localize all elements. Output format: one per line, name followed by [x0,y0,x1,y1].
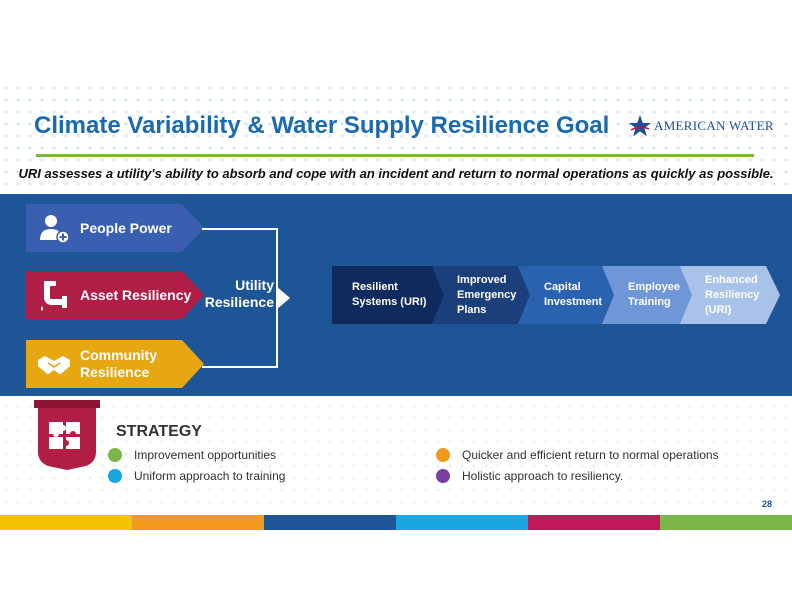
american-water-logo: AMERICAN WATER [628,114,774,138]
chevron-line: Systems (URI) [352,296,427,308]
star-icon [629,115,651,137]
chevron-line: Plans [457,303,487,316]
strategy-item: Holistic approach to resiliency. [436,469,623,483]
dot-pattern-top [0,82,792,192]
chevron-line: Training [628,296,671,308]
strategy-item-text: Quicker and efficient return to normal o… [462,448,719,462]
strategy-item-text: Uniform approach to training [134,469,286,483]
puzzle-icon [34,400,100,470]
chevron-line: Employee [628,281,680,293]
footer-stripe-magenta [528,515,660,530]
pipe-icon [41,281,67,311]
logo-text: AMERICAN WATER [654,118,774,133]
pillar-label: Asset Resiliency [80,286,192,303]
purple-dot-icon [436,469,450,483]
person-add-icon [40,215,70,244]
strategy-item-text: Improvement opportunities [134,448,277,462]
page-number: 28 [762,499,773,509]
footer-stripe-yellow [0,515,132,530]
subtitle: URI assesses a utility's ability to abso… [18,166,774,181]
orange-dot-icon [436,448,450,462]
footer-stripe-orange [132,515,264,530]
slide: Climate Variability & Water Supply Resil… [0,82,792,530]
strategy-item: Quicker and efficient return to normal o… [436,448,719,462]
footer-stripe-cyan [396,515,528,530]
dot-pattern-bottom [0,400,792,512]
utility-line2: Resilience [204,294,274,310]
pillar-label-line1: Community [80,347,157,363]
chevron-line: (URI) [705,303,732,316]
pillar-label: People Power [80,219,172,236]
chevron-line: Capital [544,281,581,293]
utility-line1: Utility [235,277,274,293]
green-dot-icon [108,448,122,462]
slide-title: Climate Variability & Water Supply Resil… [34,112,610,139]
blue-dot-icon [108,469,122,483]
chevron-line: Investment [544,296,603,308]
chevron-line: Emergency [457,288,517,301]
handshake-icon [38,356,70,374]
pillar-people-power: People Power [26,204,204,252]
footer-stripe-navy [264,515,396,530]
pillar-asset-resiliency: Asset Resiliency [26,271,204,319]
chevron-right-icon [276,286,290,310]
chevron-line: Resiliency [705,288,760,301]
chevron-line: Enhanced [705,273,758,286]
pillar-label-line2: Resilience [80,364,150,380]
pillar-label: Community Resilience [80,347,157,381]
pillar-community-resilience: Community Resilience [26,340,204,388]
strategy-item: Uniform approach to training [108,469,285,483]
chevron-line: Resilient [352,281,398,293]
strategy-item-text: Holistic approach to resiliency. [462,469,624,483]
strategy-item: Improvement opportunities [108,448,276,462]
title-underline [36,154,754,157]
strategy-title: STRATEGY [116,423,202,440]
footer-stripe-green [660,515,792,530]
chevron-line: Improved [457,273,507,286]
utility-resilience-label: Utility Resilience [204,277,274,311]
